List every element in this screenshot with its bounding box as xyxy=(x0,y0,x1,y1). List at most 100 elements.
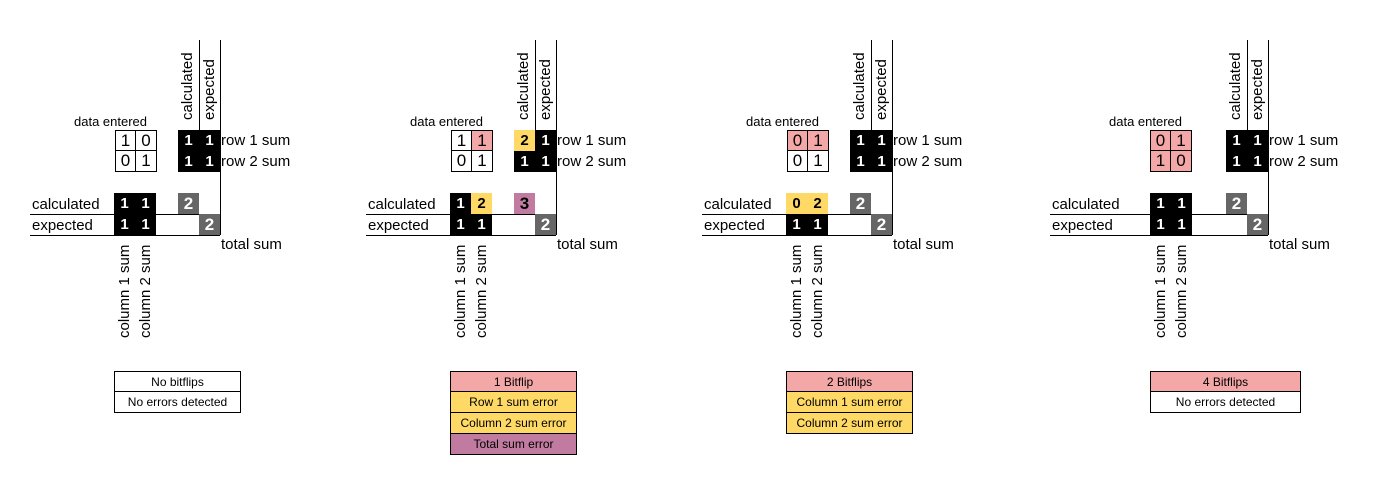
data-cell-r1c1: 0 xyxy=(1150,130,1171,151)
data-cell-r2c2: 1 xyxy=(472,151,493,172)
row-1-calculated-sum: 1 xyxy=(1226,130,1247,151)
row-1-sum-label: row 1 sum xyxy=(1269,132,1339,149)
data-cell-r1c2: 1 xyxy=(1171,130,1192,151)
calculated-column-line xyxy=(871,40,872,170)
column-2-expected-sum: 1 xyxy=(807,214,828,235)
total-expected-sum: 2 xyxy=(535,214,556,235)
calculated-row-label: calculated xyxy=(704,196,772,213)
column-2-expected-sum: 1 xyxy=(471,214,492,235)
calculated-row-label: calculated xyxy=(1052,196,1120,213)
row-1-expected-sum: 1 xyxy=(1247,130,1268,151)
data-cell-r1c1: 1 xyxy=(115,130,136,151)
expected-row-line xyxy=(366,235,556,236)
legend-item-1: No bitflips xyxy=(114,371,241,392)
row-2-sum-label: row 2 sum xyxy=(557,153,627,170)
legend-item-2: Column 1 sum error xyxy=(786,392,913,413)
row-2-sum-label: row 2 sum xyxy=(221,153,291,170)
expected-row-label: expected xyxy=(704,217,765,234)
column-1-calculated-sum: 1 xyxy=(450,193,471,214)
column-2-expected-sum: 1 xyxy=(1171,214,1192,235)
calculated-row-line xyxy=(1050,214,1247,215)
total-calculated-sum: 2 xyxy=(178,193,199,214)
column-2-calculated-sum: 2 xyxy=(471,193,492,214)
data-entered-label: data entered xyxy=(74,114,148,129)
column-1-sum-label: column 1 sum xyxy=(788,244,805,338)
calculated-column-label: calculated xyxy=(179,52,196,120)
total-expected-sum: 2 xyxy=(871,214,892,235)
row-1-sum-label: row 1 sum xyxy=(893,132,963,149)
column-1-sum-label: column 1 sum xyxy=(452,244,469,338)
column-1-calculated-sum: 1 xyxy=(114,193,135,214)
total-sum-label: total sum xyxy=(221,236,282,253)
row-2-expected-sum: 1 xyxy=(871,151,892,172)
data-cell-r2c1: 0 xyxy=(787,151,808,172)
data-cell-r1c1: 0 xyxy=(787,130,808,151)
legend-item-2: Row 1 sum error xyxy=(450,392,577,413)
expected-row-line xyxy=(702,235,892,236)
legend-item-1: 4 Bitflips xyxy=(1150,371,1301,392)
calculated-column-line xyxy=(1247,40,1248,170)
data-cell-r2c2: 0 xyxy=(1171,151,1192,172)
data-cell-r2c2: 1 xyxy=(136,151,157,172)
expected-column-line xyxy=(556,40,557,235)
column-2-calculated-sum: 1 xyxy=(1171,193,1192,214)
row-1-expected-sum: 1 xyxy=(535,130,556,151)
expected-column-label: expected xyxy=(537,59,554,120)
legend-item-3: Column 2 sum error xyxy=(450,413,577,434)
data-entered-label: data entered xyxy=(746,114,820,129)
calculated-column-label: calculated xyxy=(1227,52,1244,120)
row-1-sum-label: row 1 sum xyxy=(221,132,291,149)
row-1-expected-sum: 1 xyxy=(871,130,892,151)
calculated-row-label: calculated xyxy=(368,196,436,213)
column-1-sum-label: column 1 sum xyxy=(1152,244,1169,338)
calculated-column-label: calculated xyxy=(851,52,868,120)
data-cell-r2c1: 0 xyxy=(451,151,472,172)
column-2-sum-label: column 2 sum xyxy=(473,244,490,338)
row-2-sum-label: row 2 sum xyxy=(1269,153,1339,170)
expected-row-label: expected xyxy=(32,217,93,234)
column-1-calculated-sum: 0 xyxy=(786,193,807,214)
data-cell-r1c2: 1 xyxy=(808,130,829,151)
total-expected-sum: 2 xyxy=(1247,214,1268,235)
expected-column-label: expected xyxy=(873,59,890,120)
expected-column-label: expected xyxy=(1249,59,1266,120)
legend-item-3: Column 2 sum error xyxy=(786,413,913,434)
data-cell-r2c1: 0 xyxy=(115,151,136,172)
column-2-sum-label: column 2 sum xyxy=(809,244,826,338)
calculated-column-label: calculated xyxy=(515,52,532,120)
expected-column-label: expected xyxy=(201,59,218,120)
data-cell-r1c1: 1 xyxy=(451,130,472,151)
legend-item-2: No errors detected xyxy=(114,392,241,413)
expected-row-label: expected xyxy=(368,217,429,234)
column-2-calculated-sum: 1 xyxy=(135,193,156,214)
row-1-sum-label: row 1 sum xyxy=(557,132,627,149)
data-cell-r1c2: 1 xyxy=(472,130,493,151)
row-2-expected-sum: 1 xyxy=(1247,151,1268,172)
column-2-calculated-sum: 2 xyxy=(807,193,828,214)
expected-row-line xyxy=(1050,235,1268,236)
expected-column-line xyxy=(1268,40,1269,235)
total-sum-label: total sum xyxy=(893,236,954,253)
column-1-expected-sum: 1 xyxy=(786,214,807,235)
expected-row-line xyxy=(30,235,220,236)
data-entered-label: data entered xyxy=(1109,114,1183,129)
row-2-expected-sum: 1 xyxy=(199,151,220,172)
row-1-calculated-sum: 1 xyxy=(850,130,871,151)
legend-item-4: Total sum error xyxy=(450,434,577,455)
row-1-calculated-sum: 1 xyxy=(178,130,199,151)
column-1-expected-sum: 1 xyxy=(1150,214,1171,235)
legend-item-2: No errors detected xyxy=(1150,392,1301,413)
total-sum-label: total sum xyxy=(1269,236,1330,253)
column-2-sum-label: column 2 sum xyxy=(137,244,154,338)
calculated-row-label: calculated xyxy=(32,196,100,213)
legend-item-1: 2 Bitflips xyxy=(786,371,913,392)
total-expected-sum: 2 xyxy=(199,214,220,235)
total-calculated-sum: 3 xyxy=(514,193,535,214)
expected-column-line xyxy=(220,40,221,235)
data-cell-r1c2: 0 xyxy=(136,130,157,151)
row-2-calculated-sum: 1 xyxy=(178,151,199,172)
data-cell-r2c1: 1 xyxy=(1150,151,1171,172)
row-2-sum-label: row 2 sum xyxy=(893,153,963,170)
